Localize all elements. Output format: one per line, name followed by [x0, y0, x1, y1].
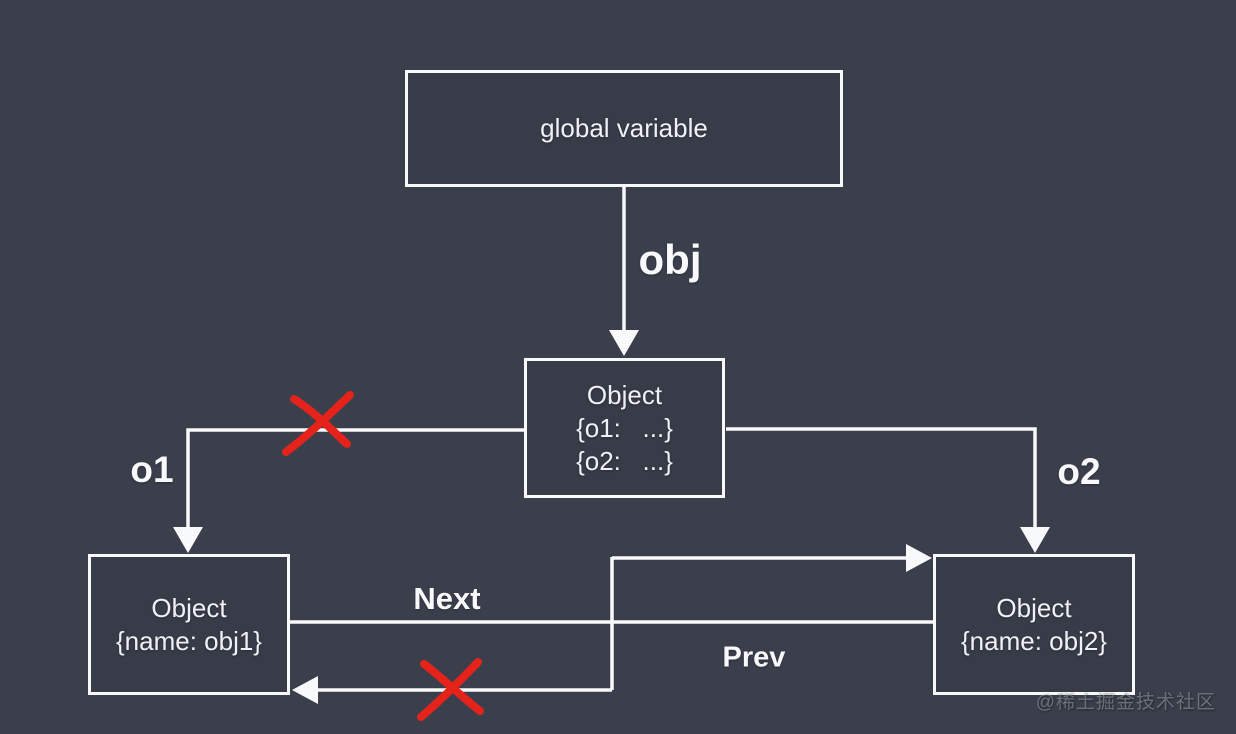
- edge-label-obj: obj: [638, 236, 702, 283]
- o1-arrowhead-icon: [173, 527, 203, 553]
- object-obj2-node: Object {name: obj2}: [933, 554, 1135, 695]
- o2-connector: [726, 427, 1037, 529]
- object-obj1-title: Object: [151, 592, 227, 623]
- watermark-text: @稀土掘金技术社区: [1035, 692, 1216, 713]
- cross-out-o1-icon: [282, 391, 354, 456]
- edge-label-next: Next: [413, 581, 481, 616]
- object-root-prop-o2: {o2: ...}: [576, 445, 673, 476]
- object-obj1-prop-name: {name: obj1}: [115, 625, 262, 656]
- o1-connector: [186, 428, 524, 529]
- obj-arrowhead-icon: [609, 330, 639, 356]
- global-variable-label: global variable: [540, 113, 708, 143]
- object-obj2-title: Object: [996, 592, 1072, 623]
- next-arrowhead-icon: [906, 544, 932, 572]
- object-root-node: Object {o1: ...} {o2: ...}: [524, 358, 725, 498]
- object-obj2-prop-name: {name: obj2}: [960, 625, 1107, 656]
- global-variable-node: global variable: [405, 70, 843, 187]
- edge-label-o2: o2: [1057, 451, 1101, 492]
- next-prev-rails: [290, 556, 933, 692]
- object-root-prop-o1: {o1: ...}: [576, 412, 673, 443]
- cross-out-prev-icon: [417, 658, 484, 721]
- o2-arrowhead-icon: [1020, 527, 1050, 553]
- edge-label-prev: Prev: [722, 641, 786, 674]
- object-root-title: Object: [586, 379, 663, 410]
- edge-label-o1: o1: [130, 449, 174, 490]
- object-obj1-node: Object {name: obj1}: [88, 554, 290, 695]
- prev-arrowhead-icon: [292, 676, 318, 704]
